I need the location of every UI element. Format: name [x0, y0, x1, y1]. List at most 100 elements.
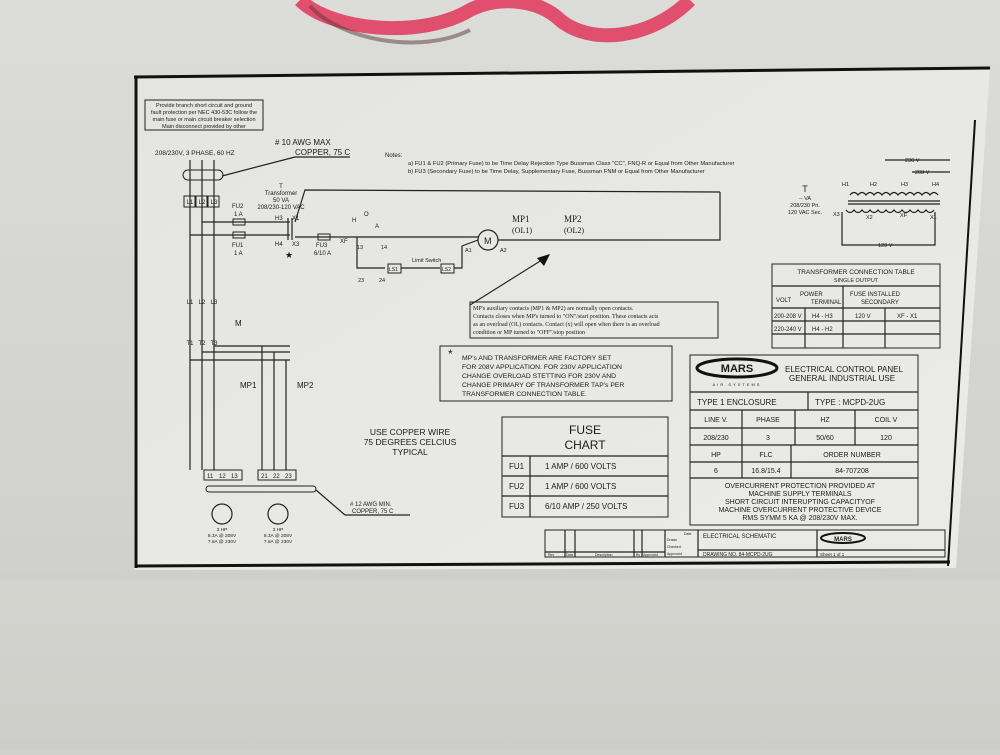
terminals-m-text: M: [235, 319, 242, 328]
headers2-2-text: ORDER NUMBER: [823, 452, 881, 459]
terminals-mp1-text: MP1: [240, 381, 257, 390]
nec-note-2-text: main fuse or main circuit breaker select…: [152, 117, 255, 123]
factory-note-1-text: FOR 208V APPLICATION. FOR 230V APPLICATI…: [462, 364, 622, 371]
terminals-l2-text: L2: [199, 300, 206, 306]
wire-min-note: # 12 AWG MIN. COPPER, 75 C: [350, 502, 394, 515]
transformer-detail-v208-text: 208 V: [915, 170, 930, 176]
terminals-l3-text: L3: [211, 200, 218, 206]
fu2-1-text: 1 A: [234, 212, 243, 218]
title-0-text: ELECTRICAL CONTROL PANEL: [785, 365, 904, 374]
headers-3-text: FUSE INSTALLED: [850, 292, 901, 298]
0-0-text: FU1: [509, 462, 525, 471]
lines-0-text: T: [802, 184, 808, 194]
x-2-text: XF: [900, 213, 908, 219]
nameplate-brand-sub-text: AIR SYSTEMS: [713, 382, 762, 387]
x-1-text: X2: [866, 215, 873, 221]
values1-3-text: 120: [880, 435, 892, 442]
0-hp-text: 3 HP: [217, 527, 228, 533]
title-1-text: CHART: [564, 438, 606, 452]
terminals-a1-text: A1: [465, 248, 472, 254]
factory-note-0-text: MP's AND TRANSFORMER ARE FACTORY SET: [462, 355, 611, 362]
0-2-text: 120 V: [855, 314, 871, 320]
headers2-0-text: HP: [711, 452, 721, 459]
roles-1-text: Checked: [667, 545, 681, 549]
x-0-text: X3: [833, 212, 840, 218]
1-1-text: H4 - H2: [812, 327, 833, 333]
terminals-t3-text: T3: [210, 341, 218, 347]
nameplate-type-text: TYPE : MCPD-2UG: [815, 398, 885, 407]
1-1-text: 1 AMP / 600 VOLTS: [545, 482, 616, 491]
terminals-xf-text: XF: [340, 239, 348, 245]
values1-1-text: 3: [766, 435, 770, 442]
terminals-c24-text: 24: [379, 278, 385, 284]
terminals-t1-text: T1: [186, 341, 194, 347]
0-a-text: 8.3A @ 208V: [208, 533, 237, 539]
nec-note-3-text: Main disconnect provided by other: [162, 124, 246, 130]
wire-min-0-text: # 12 AWG MIN.: [350, 502, 392, 508]
values1-2-text: 50/60: [816, 435, 834, 442]
label-limit-switch-text: Limit Switch: [412, 258, 441, 264]
terminals-o22-text: 22: [273, 474, 280, 480]
2-1-text: 6/10 AMP / 250 VOLTS: [545, 502, 627, 511]
fu3-1-text: 6/10 A: [314, 251, 331, 257]
terminals-o21-text: 21: [261, 474, 268, 480]
nec-note: Provide branch short circuit and ground …: [151, 103, 257, 130]
factory-note-2-text: CHANGE OVERLOAD STETTING FOR 230V AND: [462, 373, 616, 380]
headers-2-text: TERMINAL: [811, 300, 842, 306]
fu2-0-text: FU2: [232, 204, 244, 210]
protection-1-text: MACHINE SUPPLY TERMINALS: [748, 491, 851, 498]
copper-note-0-text: USE COPPER WIRE: [370, 427, 451, 437]
headers1-3-text: COIL V: [875, 417, 898, 424]
roles-2-text: Approved: [667, 552, 682, 556]
h-2-text: H3: [901, 182, 908, 188]
protection-2-text: SHORT CIRCUIT INTERUPTING CAPACITYOF: [725, 499, 875, 506]
title-block-drawing-no-text: DRAWING NO. 84-MCPD-2UG: [703, 552, 773, 558]
terminals-a-text: A: [375, 224, 379, 230]
asterisk-icon: *: [448, 347, 453, 361]
mp-note-1-text: Contacts closes when MP's turned to "ON"…: [473, 314, 659, 320]
notes: a) FU1 & FU2 (Primary Fuse) to be Time D…: [408, 161, 735, 175]
terminals-mp1-text: MP1: [512, 214, 530, 224]
terminals-l3-text: L3: [211, 300, 218, 306]
1-0-text: 220-240 V: [774, 327, 802, 333]
fu1-0-text: FU1: [232, 243, 244, 249]
headers1-2-text: HZ: [820, 417, 830, 424]
terminals-h-text: H: [352, 218, 356, 224]
terminals-motor-text: M: [484, 236, 492, 246]
terminals-o13-text: 13: [231, 474, 238, 480]
fu1-1-text: 1 A: [234, 251, 243, 257]
mp-note-0-text: MP's auxiliary contacts (MP1 & MP2) are …: [473, 305, 634, 312]
terminals-o23-text: 23: [285, 474, 292, 480]
rev-headers-2-text: Description: [595, 553, 613, 557]
mars-logo: [695, 357, 779, 379]
terminals-ol2-text: (OL2): [564, 226, 584, 235]
terminals-a2-text: A2: [500, 248, 507, 254]
terminals-o12-text: 12: [219, 474, 226, 480]
factory-note-3-text: CHANGE PRIMARY OF TRANSFORMER TAP's PER: [462, 382, 624, 389]
nec-note-0-text: Provide branch short circuit and ground: [156, 103, 252, 109]
supply-rating: 208/230V, 3 PHASE, 60 HZ: [155, 150, 235, 157]
terminals-x3-text: X3: [292, 242, 300, 248]
2-0-text: FU3: [509, 502, 525, 511]
svg-text:★: ★: [285, 250, 293, 260]
copper-wire-note: USE COPPER WIRE 75 DEGREES CELCIUS TYPIC…: [364, 427, 457, 457]
terminals-t2-text: T2: [198, 341, 206, 347]
0-b-text: 7.6A @ 230V: [208, 539, 237, 545]
terminals-l1-text: L1: [187, 300, 194, 306]
h-1-text: H2: [870, 182, 877, 188]
notes-1-text: b) FU3 (Secondary Fuse) to be Time Delay…: [408, 169, 705, 175]
title-block-title-text: ELECTRICAL SCHEMATIC: [703, 534, 777, 540]
headers1-1-text: PHASE: [756, 417, 780, 424]
terminals-c23-text: 23: [358, 278, 364, 284]
terminals-ol1-text: (OL1): [512, 226, 532, 235]
transformer-1-text: Transformer: [265, 191, 297, 197]
terminals-l1-text: L1: [187, 200, 194, 206]
h-3-text: H4: [932, 182, 939, 188]
1-a-text: 8.3A @ 208V: [264, 533, 293, 539]
